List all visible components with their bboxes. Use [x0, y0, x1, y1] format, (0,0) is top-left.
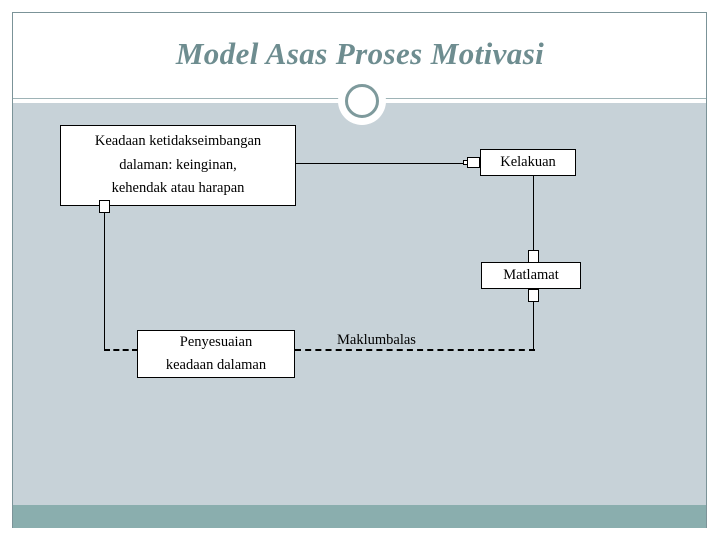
node-keadaan-ketidakseimbangan[interactable]: Keadaan ketidakseimbangan dalaman: keing… — [60, 125, 296, 206]
edge-left-riser-to-imbalance — [104, 212, 105, 350]
arrowhead-up-into-imbalance-icon — [99, 200, 110, 213]
node-text-line-1: Penyesuaian — [179, 333, 253, 350]
node-text-line-2: keadaan dalaman — [165, 357, 267, 373]
arrowhead-right-into-kelakuan-icon — [467, 157, 480, 168]
node-kelakuan[interactable]: Kelakuan — [480, 149, 576, 176]
edge-maklumbalas-dashed — [295, 349, 535, 351]
node-text: Penyesuaian keadaan dalaman — [142, 331, 290, 378]
node-matlamat[interactable]: Matlamat — [481, 262, 581, 289]
arrowhead-right-tail-icon — [463, 160, 468, 165]
arrowhead-down-into-matlamat-icon — [528, 250, 539, 263]
page-title: Model Asas Proses Motivasi — [175, 36, 545, 71]
node-text: Matlamat — [503, 266, 559, 283]
edge-kelakuan-to-matlamat — [533, 176, 534, 252]
edge-feedback-to-matlamat — [533, 300, 534, 350]
edge-label-maklumbalas: Maklumbalas — [337, 332, 416, 348]
arrowhead-up-into-matlamat-icon — [528, 289, 539, 302]
node-penyesuaian-keadaan-dalaman[interactable]: Penyesuaian keadaan dalaman — [137, 330, 295, 378]
circle-ornament-icon — [345, 84, 379, 118]
node-text: Keadaan ketidakseimbangan dalaman: keing… — [65, 130, 291, 200]
edge-imbalance-to-kelakuan — [296, 163, 468, 164]
edge-penyesuaian-to-left-dashed — [104, 349, 138, 351]
node-text-line-1: Keadaan ketidakseimbangan — [94, 133, 262, 150]
node-text-line-3: kehendak atau harapan — [111, 180, 245, 197]
node-text: Kelakuan — [500, 153, 556, 170]
slide-footer-bar — [13, 505, 706, 528]
node-text-line-2: dalaman: keinginan, — [119, 156, 237, 173]
